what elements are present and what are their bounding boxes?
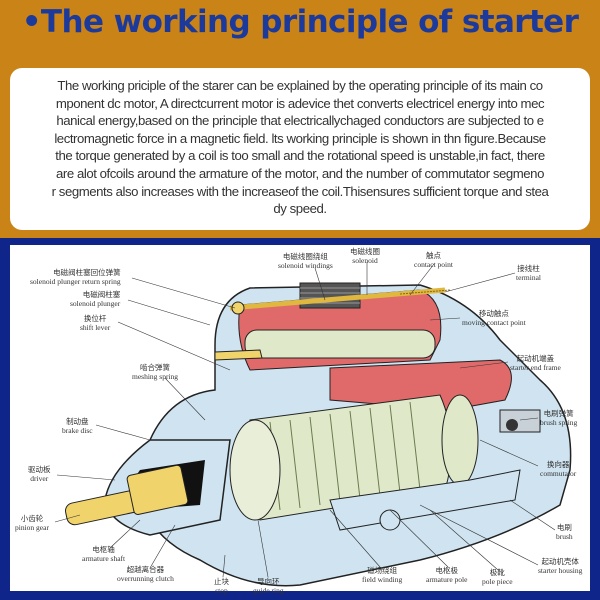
label-en: commutator	[540, 468, 577, 478]
label-zh: 制动盘	[66, 417, 89, 426]
label-zh: 换位杆	[83, 314, 107, 323]
label-zh: 驱动板	[28, 465, 51, 474]
label-en: stop	[215, 585, 228, 595]
label-en: brake disc	[62, 425, 93, 435]
description-line: mponent dc motor, A directcurrent motor …	[55, 95, 545, 111]
pinion-gear-shape	[126, 464, 189, 515]
plunger-shape	[244, 329, 436, 359]
label-zh: 止块	[214, 577, 229, 586]
description-line: r segments also increases with the incre…	[51, 183, 549, 199]
label-en: guide ring	[253, 585, 284, 595]
description-line: lectromagnetic force in a magnetic field…	[54, 130, 546, 146]
label-en: overrunning clutch	[117, 573, 174, 583]
page-title: •The working principle of starter	[21, 4, 579, 40]
label-zh: 起动机壳体	[541, 557, 579, 566]
label-en: contact point	[414, 259, 453, 269]
label-en: brush spring	[540, 417, 578, 427]
label-zh: 电刷	[556, 523, 572, 532]
label-en: armature shaft	[82, 553, 126, 563]
label-zh: 电磁线圈	[350, 247, 380, 256]
label-zh: 电磁线圈绕组	[282, 252, 328, 261]
label-en: solenoid	[352, 255, 378, 265]
label-en: driver	[30, 473, 49, 483]
label-en: solenoid plunger return spring	[30, 276, 121, 286]
label-en: terminal	[516, 272, 541, 282]
description-line: are alot ofcoils around the armature of …	[56, 165, 544, 181]
label-zh: 电枢轴	[92, 545, 115, 554]
label-en: pole piece	[482, 576, 513, 586]
label-zh: 电磁阀柱塞回位弹簧	[53, 268, 121, 277]
commutator-shape	[441, 394, 479, 486]
label-zh: 换向器	[546, 460, 570, 469]
label-en: solenoid plunger	[70, 298, 121, 308]
label-zh: 啮合弹簧	[140, 363, 171, 372]
label-en: moving contact point	[462, 317, 526, 327]
solenoid-windings-shape	[299, 282, 361, 309]
label-en: pinion gear	[15, 522, 49, 532]
label-zh: 超越离合器	[126, 565, 165, 574]
description-line: hanical energy,based on the principle th…	[56, 113, 544, 129]
label-zh: 极靴	[489, 568, 505, 577]
description-text: The working priciple of the starer can b…	[22, 77, 578, 218]
label-en: armature pole	[426, 574, 468, 584]
label-zh: 磁场绕组	[367, 566, 398, 575]
label-zh: 小齿轮	[20, 514, 44, 523]
label-en: solenoid windings	[278, 260, 333, 270]
label-en: field winding	[362, 574, 403, 584]
label-en: starter housing	[538, 565, 583, 575]
header-band: •The working principle of starter The wo…	[0, 0, 600, 238]
label-en: starter end frame	[510, 362, 561, 372]
description-box: The working priciple of the starer can b…	[10, 68, 590, 230]
label-zh: 电枢极	[435, 566, 458, 575]
label-zh: 移动触点	[478, 309, 509, 318]
label-zh: 起动机端盖	[516, 354, 555, 363]
label-zh: 接线柱	[517, 264, 540, 273]
label-zh: 电磁阀柱塞	[82, 290, 121, 299]
label-en: brush	[556, 531, 573, 541]
description-line: The working priciple of the starer can b…	[57, 78, 543, 93]
label-en: shift lever	[80, 322, 111, 332]
label-zh: 电刷弹簧	[543, 409, 574, 418]
label-zh: 触点	[425, 251, 441, 260]
label-zh: 导向环	[257, 577, 280, 586]
label-en: meshing spring	[132, 371, 179, 381]
description-line: dy speed.	[273, 201, 327, 217]
description-line: the torque generated by a coil is too sm…	[55, 148, 545, 164]
